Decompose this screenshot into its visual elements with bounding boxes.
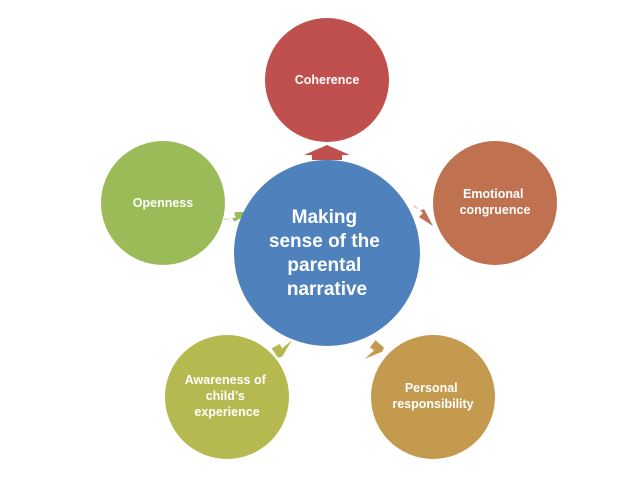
node-circle-coherence: [265, 18, 389, 142]
node-label-openness: Openness: [133, 196, 193, 210]
center-label: Making sense of the parental narrative: [269, 207, 385, 300]
node-label-personal-responsibility: Personal responsibility: [392, 381, 473, 411]
node-circle-emotional-congruence: [433, 141, 557, 265]
arrow-to-personal-responsibility-icon: [364, 340, 384, 359]
arrow-to-awareness-icon: [271, 340, 292, 358]
center-label-line: parental: [287, 255, 361, 276]
node-label-line: Personal: [405, 381, 458, 395]
node-label-line: congruence: [460, 203, 531, 217]
node-label-coherence: Coherence: [295, 73, 360, 87]
node-circle-openness: [101, 141, 225, 265]
center-label-line: sense of the: [269, 231, 380, 252]
node-label-line: Awareness of: [185, 373, 267, 387]
node-label-line: Openness: [133, 196, 193, 210]
node-label-awareness-of-childs-experience: Awareness of child’s experience: [185, 373, 270, 419]
node-label-emotional-congruence: Emotional congruence: [460, 187, 531, 217]
arrow-to-coherence-icon: [304, 145, 350, 160]
node-label-line: experience: [194, 405, 259, 419]
node-label-line: Emotional: [463, 187, 523, 201]
node-label-line: child’s: [206, 389, 245, 403]
center-circle: [234, 160, 420, 346]
node-label-line: Coherence: [295, 73, 360, 87]
arrow-to-emotional-congruence-icon: [413, 204, 433, 226]
node-label-line: responsibility: [392, 397, 473, 411]
node-circle-personal-responsibility: [371, 335, 495, 459]
node-circle-awareness-of-childs-experience: [165, 335, 289, 459]
center-label-line: Making: [292, 207, 357, 228]
center-label-line: narrative: [287, 279, 367, 300]
